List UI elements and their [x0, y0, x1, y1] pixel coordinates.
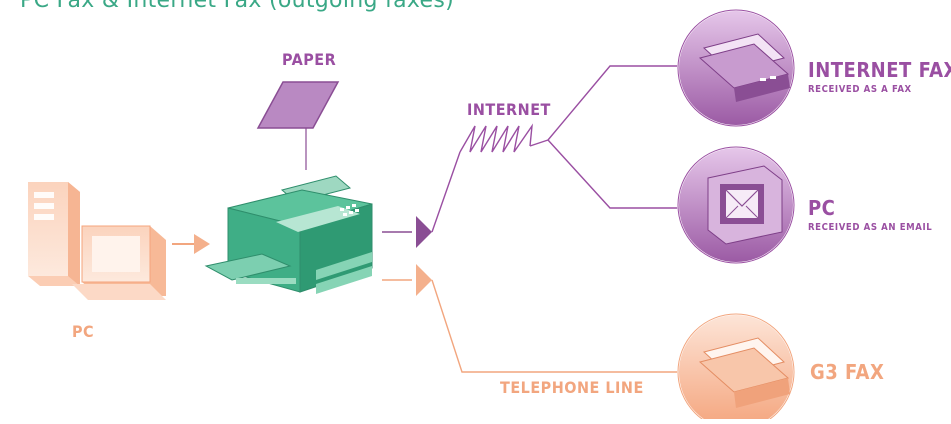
machine-to-telephone-arrow	[382, 264, 432, 296]
internet-label: INTERNET	[467, 100, 551, 119]
g3-fax-icon	[677, 313, 795, 424]
internet-fax-label: INTERNET FAX	[808, 58, 951, 82]
telephone-line	[431, 279, 690, 373]
machine-to-internet-arrow	[382, 216, 432, 248]
internet-connector	[431, 65, 690, 233]
fax-machine-icon	[204, 175, 373, 294]
pc-destination-icon	[677, 146, 795, 264]
internet-fax-sublabel: RECEIVED AS A FAX	[808, 84, 912, 95]
telephone-line-label: TELEPHONE LINE	[500, 378, 644, 397]
pc-to-machine-arrow	[172, 234, 210, 254]
pc-source-label: PC	[72, 322, 95, 341]
pc-destination-sublabel: RECEIVED AS AN EMAIL	[808, 222, 933, 233]
internet-fax-icon	[677, 9, 795, 127]
g3-fax-label: G3 FAX	[810, 360, 885, 384]
paper-label: PAPER	[282, 50, 337, 69]
page-title: PC Fax & Internet Fax (outgoing faxes)	[20, 0, 454, 13]
pc-source-icon	[28, 182, 166, 300]
pc-destination-label: PC	[808, 196, 836, 220]
paper-icon	[256, 81, 340, 170]
